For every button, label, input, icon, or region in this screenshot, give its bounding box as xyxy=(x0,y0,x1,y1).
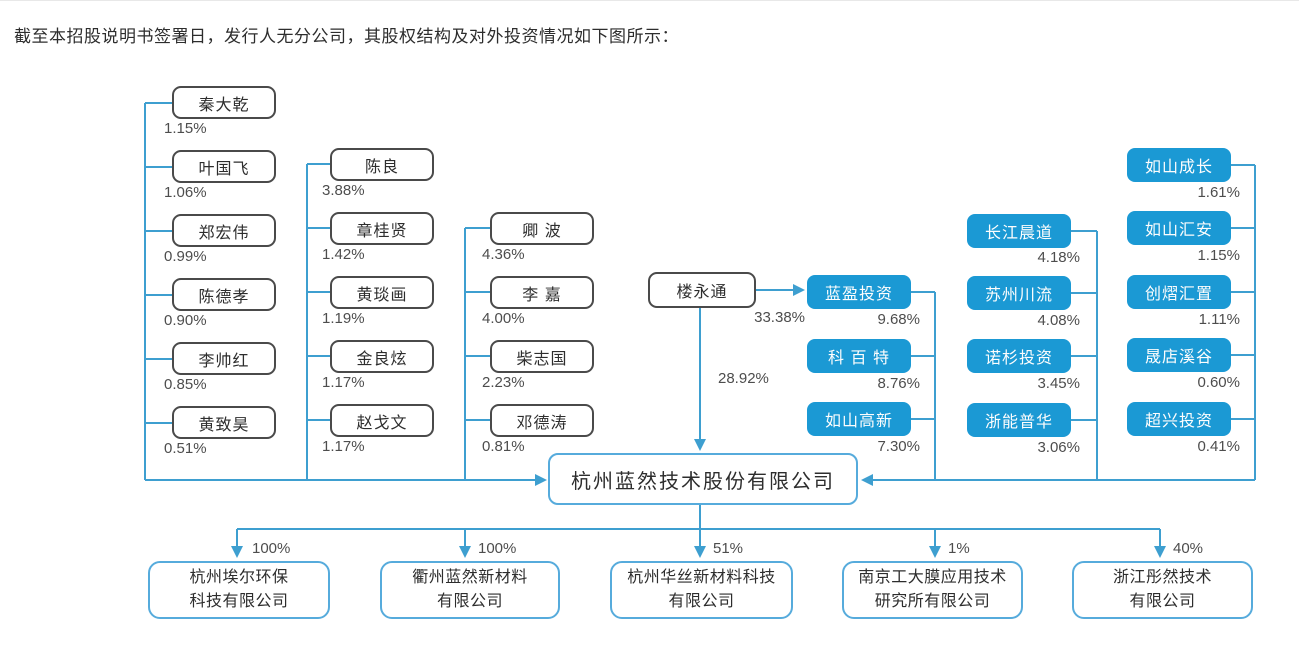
institution-box: 晟店溪谷 xyxy=(1127,338,1231,372)
shareholder-box: 郑宏伟 xyxy=(172,214,276,247)
ownership-percentage: 0.81% xyxy=(482,438,525,455)
ownership-percentage: 1.06% xyxy=(164,184,207,201)
ownership-percentage: 1.17% xyxy=(322,438,365,455)
shareholder-box: 金良炫 xyxy=(330,340,434,373)
ownership-percentage: 2.23% xyxy=(482,374,525,391)
shareholder-box: 黄琰画 xyxy=(330,276,434,309)
subsidiary-stake: 51% xyxy=(713,540,744,557)
founder-box: 楼永通 xyxy=(648,272,756,308)
ownership-percentage: 1.42% xyxy=(322,246,365,263)
shareholder-box: 陈德孝 xyxy=(172,278,276,311)
shareholder-box: 秦大乾 xyxy=(172,86,276,119)
subsidiary-name-line1: 杭州华丝新材料科技 xyxy=(627,569,776,586)
ownership-percentage: 0.60% xyxy=(1197,374,1240,391)
institution-box: 长江晨道 xyxy=(967,214,1071,248)
subsidiary-name-line1: 杭州埃尔环保 xyxy=(189,569,289,586)
subsidiary-name-line2: 有限公司 xyxy=(436,593,503,610)
institution-box: 苏州川流 xyxy=(967,276,1071,310)
issuer-company-box: 杭州蓝然技术股份有限公司 xyxy=(548,453,858,505)
subsidiary-stake: 100% xyxy=(478,540,517,557)
subsidiary-box: 浙江彤然技术 有限公司 xyxy=(1072,561,1253,619)
shareholder-box: 邓德涛 xyxy=(490,404,594,437)
wire-company-to-subs-bus xyxy=(237,505,1160,530)
shareholder-box: 章桂贤 xyxy=(330,212,434,245)
subsidiary-stake: 1% xyxy=(948,540,970,557)
subsidiary-name-line2: 科技有限公司 xyxy=(189,593,289,610)
institution-box: 创熠汇置 xyxy=(1127,275,1231,309)
institution-box: 如山高新 xyxy=(807,402,911,436)
page-top-divider xyxy=(0,0,1299,1)
wire-shareholder-col2 xyxy=(306,163,330,480)
subsidiary-stake: 100% xyxy=(252,540,291,557)
subsidiary-name-line1: 南京工大膜应用技术 xyxy=(858,569,1007,586)
wire-shareholder-col1 xyxy=(144,102,172,480)
institution-box: 科 百 特 xyxy=(807,339,911,373)
ownership-percentage: 0.99% xyxy=(164,248,207,265)
ownership-percentage: 4.18% xyxy=(1037,249,1080,266)
subsidiary-name-line2: 有限公司 xyxy=(1129,593,1196,610)
ownership-percentage: 1.11% xyxy=(1198,311,1240,328)
shareholder-box: 黄致昊 xyxy=(172,406,276,439)
subsidiary-box: 杭州埃尔环保 科技有限公司 xyxy=(148,561,330,619)
ownership-percentage: 1.15% xyxy=(164,120,207,137)
page-heading: 截至本招股说明书签署日，发行人无分公司，其股权结构及对外投资情况如下图所示： xyxy=(14,27,679,46)
subsidiary-name-line2: 研究所有限公司 xyxy=(874,593,991,610)
subsidiary-box: 杭州华丝新材料科技 有限公司 xyxy=(610,561,793,619)
wire-institution-col1 xyxy=(911,291,936,480)
subsidiary-name-line1: 衢州蓝然新材料 xyxy=(412,569,528,586)
ownership-percentage: 0.85% xyxy=(164,376,207,393)
shareholder-box: 柴志国 xyxy=(490,340,594,373)
ownership-percentage: 1.17% xyxy=(322,374,365,391)
ownership-percentage: 3.45% xyxy=(1037,375,1080,392)
founder-direct-stake: 28.92% xyxy=(718,370,769,387)
institution-box: 浙能普华 xyxy=(967,403,1071,437)
shareholder-box: 卿 波 xyxy=(490,212,594,245)
ownership-percentage: 3.06% xyxy=(1037,439,1080,456)
shareholder-box: 陈良 xyxy=(330,148,434,181)
ownership-percentage: 9.68% xyxy=(877,311,920,328)
shareholder-box: 李帅红 xyxy=(172,342,276,375)
shareholder-box: 赵戈文 xyxy=(330,404,434,437)
subsidiary-name-line1: 浙江彤然技术 xyxy=(1112,569,1212,586)
subsidiary-box: 衢州蓝然新材料 有限公司 xyxy=(380,561,560,619)
founder-lanying-stake: 33.38% xyxy=(754,309,805,326)
ownership-percentage: 3.88% xyxy=(322,182,365,199)
institution-box: 超兴投资 xyxy=(1127,402,1231,436)
subsidiary-name-line2: 有限公司 xyxy=(668,593,735,610)
wire-institution-col2 xyxy=(1071,230,1098,480)
ownership-percentage: 8.76% xyxy=(877,375,920,392)
ownership-percentage: 7.30% xyxy=(877,438,920,455)
wire-institution-col3 xyxy=(1231,164,1256,480)
ownership-percentage: 1.61% xyxy=(1197,184,1240,201)
ownership-percentage: 4.00% xyxy=(482,310,525,327)
ownership-percentage: 1.19% xyxy=(322,310,365,327)
ownership-percentage: 0.41% xyxy=(1197,438,1240,455)
ownership-percentage: 1.15% xyxy=(1197,247,1240,264)
ownership-percentage: 0.51% xyxy=(164,440,207,457)
subsidiary-box: 南京工大膜应用技术 研究所有限公司 xyxy=(842,561,1023,619)
shareholder-box: 叶国飞 xyxy=(172,150,276,183)
ownership-percentage: 4.08% xyxy=(1037,312,1080,329)
ownership-percentage: 4.36% xyxy=(482,246,525,263)
institution-box: 诺杉投资 xyxy=(967,339,1071,373)
ownership-percentage: 0.90% xyxy=(164,312,207,329)
subsidiary-stake: 40% xyxy=(1173,540,1204,557)
institution-box: 蓝盈投资 xyxy=(807,275,911,309)
institution-box: 如山汇安 xyxy=(1127,211,1231,245)
wire-shareholder-col3 xyxy=(464,227,490,480)
institution-box: 如山成长 xyxy=(1127,148,1231,182)
shareholder-box: 李 嘉 xyxy=(490,276,594,309)
